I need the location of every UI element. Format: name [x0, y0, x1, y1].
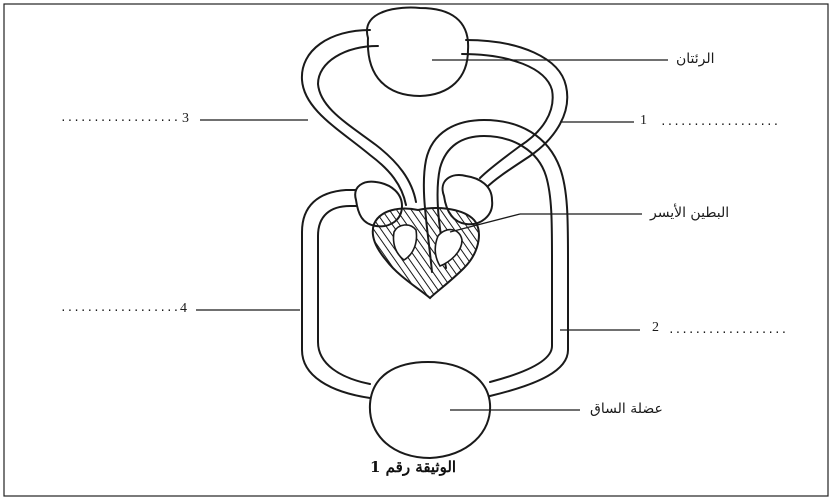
blank-3-dots: .................. [60, 112, 179, 123]
number-4: 4 [180, 302, 187, 316]
label-left-ventricle: البطين الأيسر [650, 206, 729, 220]
vessel-1 [462, 40, 567, 188]
blank-4-dots: .................. [60, 302, 179, 313]
document-caption: الوثيقة رقم 1 [370, 460, 456, 475]
vessel-4 [302, 190, 372, 398]
blank-2-dots: .................. [668, 324, 787, 335]
number-1: 1 [640, 114, 647, 128]
lungs-organ [367, 8, 468, 96]
label-lungs: الرئتان [676, 52, 715, 66]
blank-1-dots: .................. [660, 116, 779, 127]
number-3: 3 [182, 112, 189, 126]
label-leg-muscle: عضلة الساق [590, 402, 663, 416]
number-2: 2 [652, 321, 659, 335]
